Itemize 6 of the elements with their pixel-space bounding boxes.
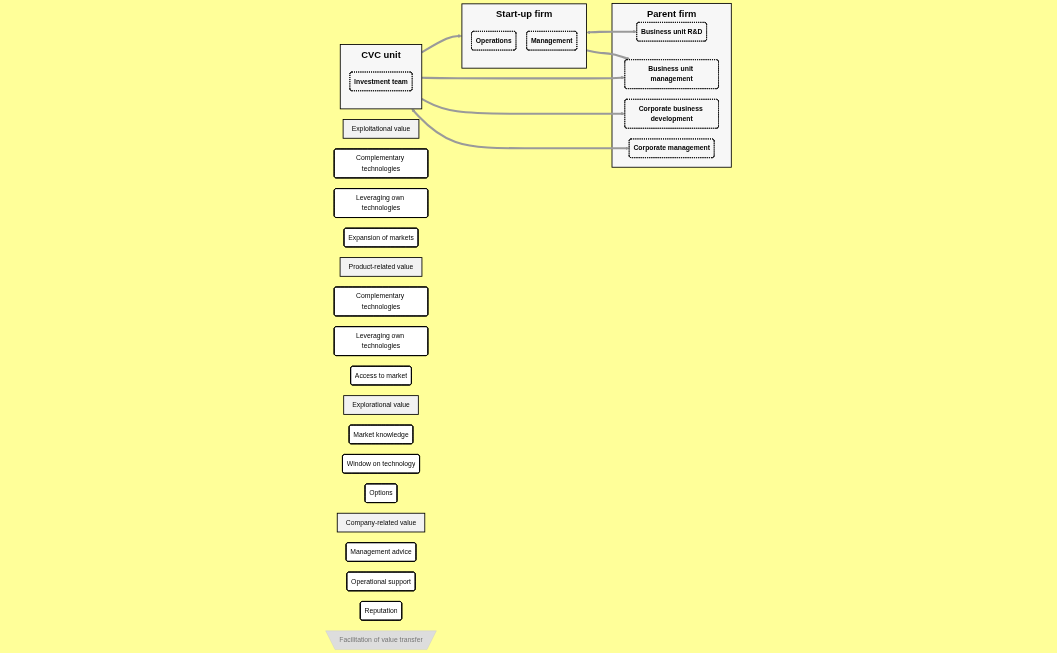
arrow [586,49,631,61]
arrow [586,29,637,35]
arrow [421,97,625,116]
arrow [411,108,630,151]
arrow [421,34,463,54]
arrow [421,75,625,80]
